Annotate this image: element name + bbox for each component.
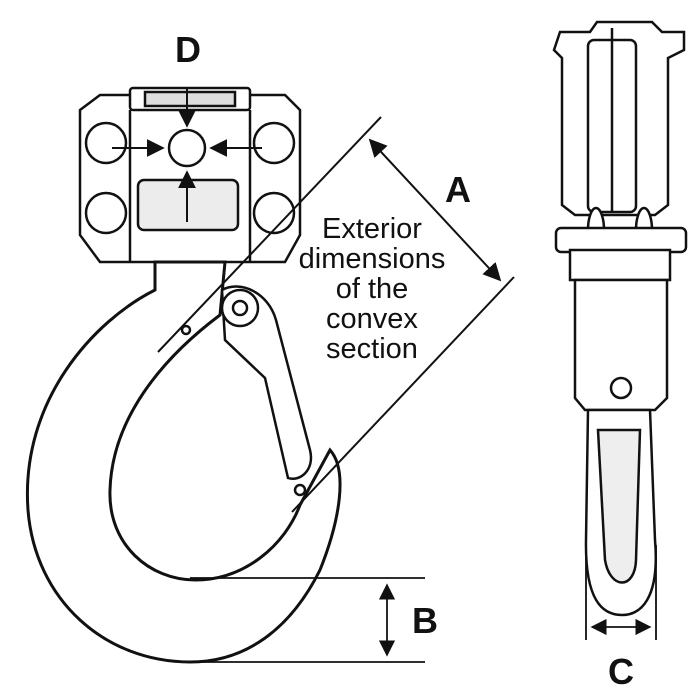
label-a: A [445,169,471,210]
label-d: D [175,29,201,70]
hook-block [78,86,302,264]
pin-hole [167,128,207,168]
safety-latch [180,285,313,497]
dimension-b [190,577,425,663]
note-line-2: dimensions [299,243,446,275]
label-b: B [412,600,438,641]
note-line-5: section [326,333,418,365]
dimension-c [585,545,657,640]
note-line-1: Exterior [322,213,422,245]
label-c: C [608,651,634,692]
hook-body [25,260,342,664]
dimension-a [157,116,515,513]
side-view [552,20,688,617]
note-line-4: convex [326,303,418,335]
convex-note: Exterior dimensions of the convex sectio… [299,213,446,365]
dimension-d [112,88,262,222]
note-line-3: of the [336,273,409,305]
